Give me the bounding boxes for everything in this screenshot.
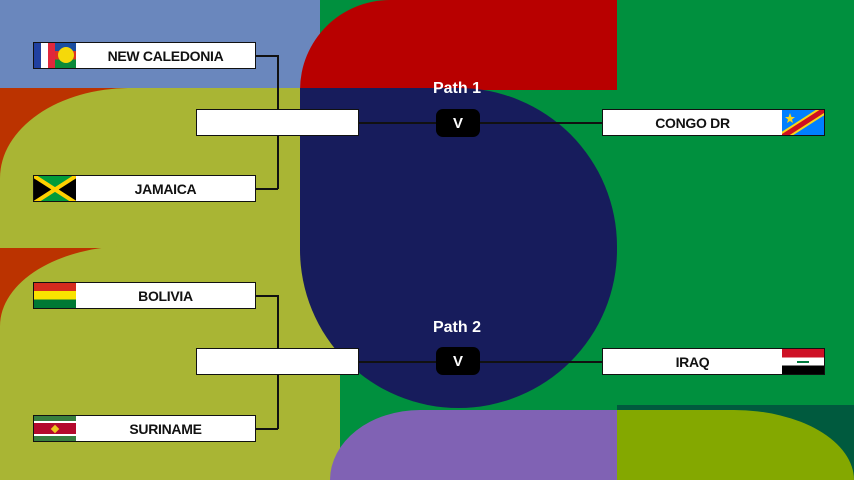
bracket-line [358, 361, 603, 363]
team-name: SURINAME [129, 420, 202, 437]
path1-winner-slot [196, 109, 359, 136]
new-caledonia-flag-icon [34, 43, 76, 68]
team-suriname: SURINAME [33, 415, 256, 442]
path-label: Path 2 [432, 319, 481, 336]
team-name: IRAQ [675, 353, 710, 370]
team-name: JAMAICA [134, 180, 197, 197]
team-jamaica: JAMAICA [33, 175, 256, 202]
team-bolivia: BOLIVIA [33, 282, 256, 309]
bolivia-flag-icon [34, 283, 76, 308]
bracket-line [255, 188, 278, 190]
versus-badge: V [436, 109, 480, 137]
bracket-line [358, 122, 603, 124]
team-name: BOLIVIA [138, 287, 193, 304]
congo-dr-flag-icon [782, 110, 824, 135]
iraq-flag-icon [782, 349, 824, 374]
versus-badge: V [436, 347, 480, 375]
team-new-caledonia: NEW CALEDONIA [33, 42, 256, 69]
bracket-line [255, 295, 278, 297]
bracket-line [255, 428, 278, 430]
suriname-flag-icon [34, 416, 76, 441]
bg-purple [330, 410, 617, 480]
team-name: CONGO DR [655, 114, 730, 131]
team-iraq: IRAQ [602, 348, 825, 375]
jamaica-flag-icon [34, 176, 76, 201]
team-name: NEW CALEDONIA [107, 47, 224, 64]
team-congo-dr: CONGO DR [602, 109, 825, 136]
path-label: Path 1 [432, 80, 481, 97]
bracket-line [255, 55, 278, 57]
bg-red [300, 0, 617, 90]
path2-winner-slot [196, 348, 359, 375]
